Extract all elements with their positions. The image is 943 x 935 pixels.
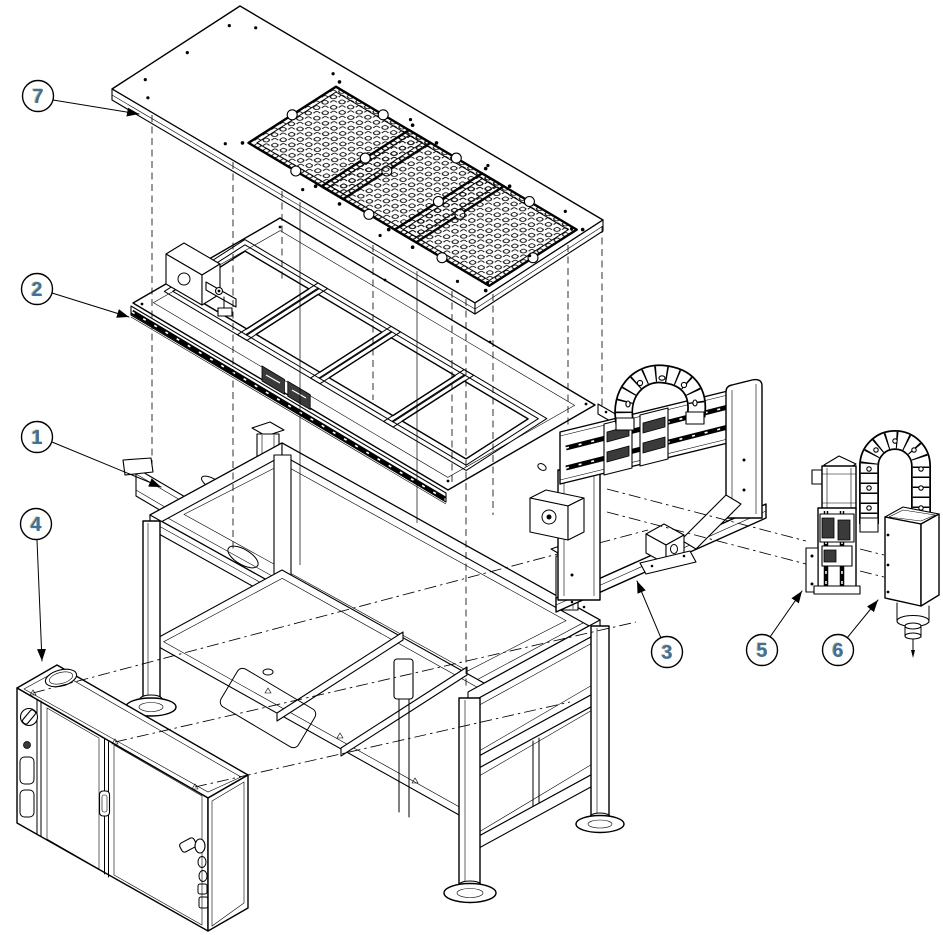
callout-7-number: 7 (32, 86, 43, 108)
projection-lines (151, 115, 885, 688)
part-1-machine-table (122, 421, 625, 904)
cabinet-door-handle[interactable] (98, 790, 111, 817)
head-body (884, 516, 922, 607)
gantry-right-support (725, 378, 763, 519)
part-3-gantry (529, 364, 767, 613)
cabinet-side-face (207, 774, 249, 932)
frame-linear-rail (130, 305, 447, 505)
callout-3-accent: 3 (660, 641, 671, 663)
table-left-leg (125, 520, 177, 717)
cabinet-door-right[interactable] (113, 744, 203, 926)
part-5-z-axis-module (805, 455, 861, 595)
callout-5: 5 5 (745, 590, 803, 667)
callout-2: 2 2 (20, 272, 130, 318)
callout-6-number: 6 (832, 640, 843, 662)
callout-2-accent: 2 (30, 278, 41, 300)
gantry-x-motor (529, 489, 585, 541)
tabletop-handle-slot (227, 545, 259, 569)
callouts: 7 7 2 2 1 1 4 4 3 3 (19, 79, 879, 669)
cabinet-top-hole (44, 668, 78, 688)
callout-2-number: 2 (31, 279, 42, 301)
cabinet-main-switch[interactable] (19, 707, 39, 727)
table-divider-post (393, 658, 414, 818)
callout-6-accent: 6 (831, 639, 842, 661)
callout-3-number: 3 (661, 642, 672, 664)
cabinet-alignment-lines (32, 529, 649, 788)
callout-4: 4 4 (19, 507, 53, 662)
callout-1-accent: 1 (30, 426, 41, 448)
part-6-dispense-head (859, 430, 940, 658)
head-cable-chain (859, 430, 931, 533)
part-7-tray-plate (111, 5, 604, 315)
frame-stepper-motor (165, 242, 237, 317)
z-mount-plate (805, 547, 819, 593)
cabinet-button[interactable] (23, 741, 31, 749)
cabinet-vent-lower (19, 789, 35, 818)
callout-4-accent: 4 (29, 513, 41, 535)
part-2-shuttle-frame (130, 217, 627, 505)
head-nozzle (896, 602, 930, 658)
cabinet-vent-upper (19, 756, 35, 785)
callout-5-number: 5 (756, 640, 767, 662)
table-right-leg (575, 625, 625, 834)
callout-7: 7 7 (21, 79, 140, 117)
callout-7-accent: 7 (31, 85, 42, 107)
table-front-leg (443, 697, 497, 904)
part-4-control-cabinet (16, 664, 249, 932)
callout-1-number: 1 (31, 427, 42, 449)
cabinet-connectors (179, 837, 209, 909)
gantry-cable-chain (614, 364, 707, 431)
callout-5-accent: 5 (755, 639, 766, 661)
z-motor-body (821, 465, 857, 511)
callout-1: 1 1 (20, 420, 162, 488)
callout-3: 3 3 (636, 580, 684, 669)
callout-4-number: 4 (30, 514, 42, 536)
plate-bolt-holes (143, 24, 574, 285)
callout-6: 6 6 (821, 599, 879, 667)
cabinet-door-left[interactable] (46, 707, 100, 870)
